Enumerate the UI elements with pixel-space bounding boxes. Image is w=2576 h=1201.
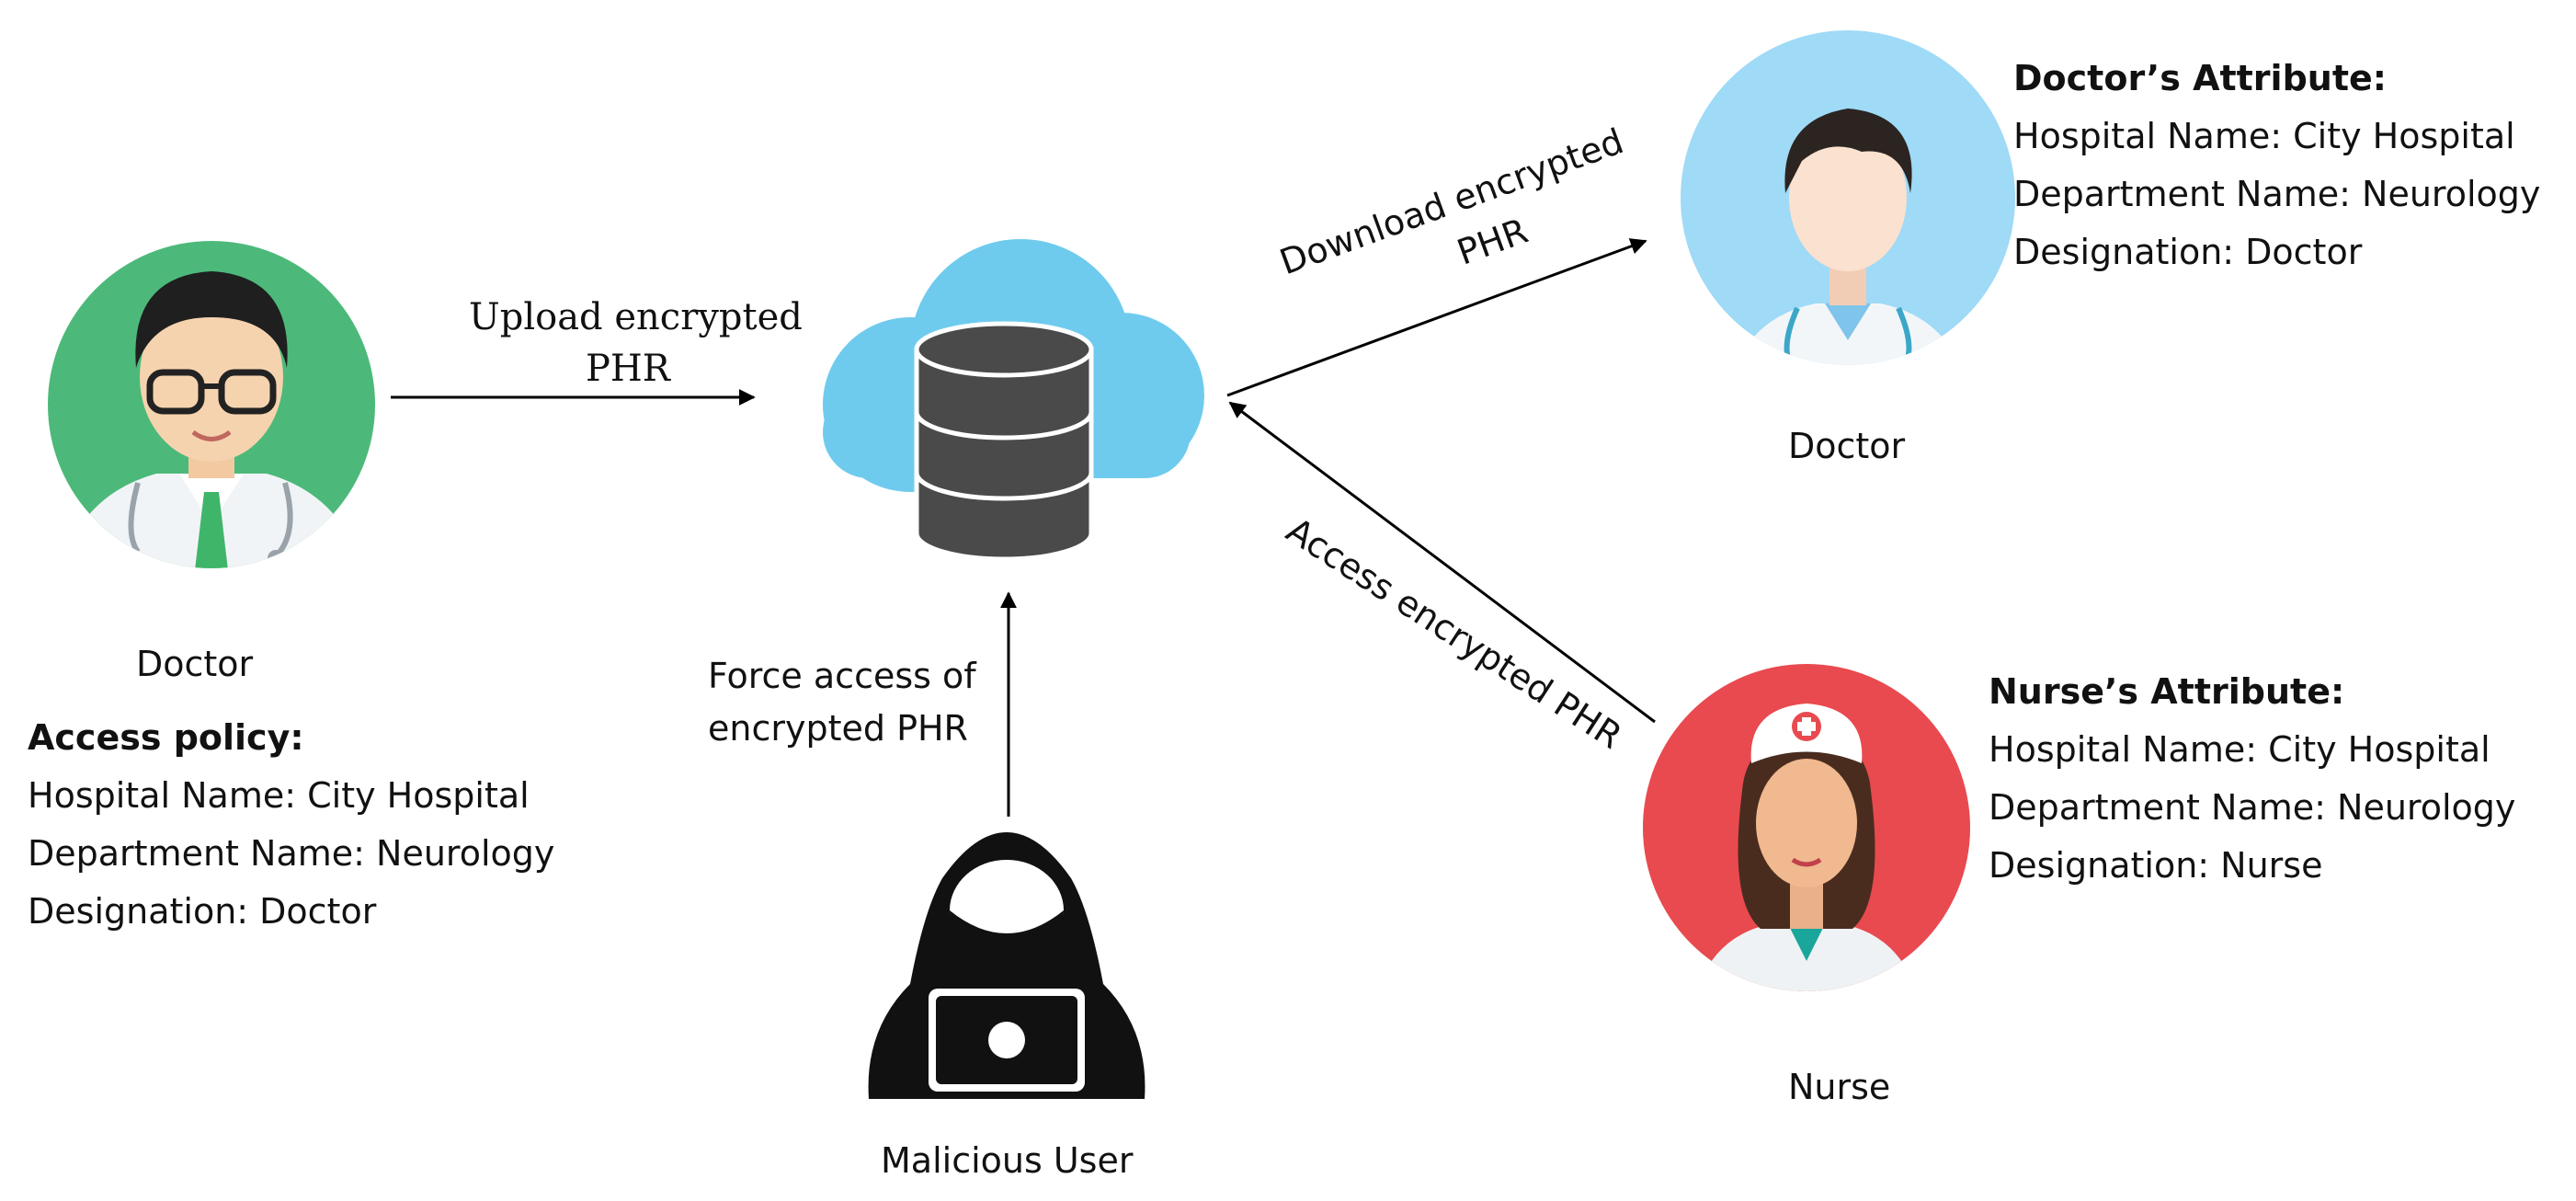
malicious-user-label: Malicious User xyxy=(881,1140,1134,1181)
nurse-attribute-block: Nurse’s Attribute: Hospital Name: City H… xyxy=(1989,671,2515,886)
access-label: Access encrypted PHR xyxy=(1280,509,1630,756)
hacker-icon xyxy=(868,832,1146,1099)
doctor-attribute-line: Designation: Doctor xyxy=(2013,232,2363,272)
nurse-attribute-line: Department Name: Neurology xyxy=(1989,787,2515,828)
doctor-attribute-line: Hospital Name: City Hospital xyxy=(2013,116,2515,156)
nurse-attribute-line: Hospital Name: City Hospital xyxy=(1989,729,2491,770)
upload-label-line2: PHR xyxy=(586,348,672,390)
force-label-line1: Force access of xyxy=(708,656,977,696)
nurse-label: Nurse xyxy=(1788,1067,1890,1107)
database-icon xyxy=(914,321,1094,562)
download-label-line2: PHR xyxy=(1452,211,1533,273)
access-policy-line: Hospital Name: City Hospital xyxy=(28,775,530,816)
upload-label-line1: Upload encrypted xyxy=(469,296,803,338)
doctor-attribute-heading: Doctor’s Attribute: xyxy=(2013,58,2387,98)
force-label-line2: encrypted PHR xyxy=(708,708,968,749)
access-arrow xyxy=(1228,401,1656,724)
doctor-attribute-block: Doctor’s Attribute: Hospital Name: City … xyxy=(2013,58,2540,272)
nurse-attribute-line: Designation: Nurse xyxy=(1989,845,2322,886)
access-label-text: Access encrypted PHR xyxy=(1280,509,1630,756)
download-arrow xyxy=(1226,238,1647,397)
nurse-attribute-heading: Nurse’s Attribute: xyxy=(1989,671,2344,712)
doctor-attribute-line: Department Name: Neurology xyxy=(2013,174,2540,214)
cloud-storage-icon xyxy=(823,239,1204,562)
access-policy-heading: Access policy: xyxy=(28,717,304,758)
access-policy-block: Access policy: Hospital Name: City Hospi… xyxy=(28,717,554,932)
access-policy-line: Designation: Doctor xyxy=(28,891,377,932)
recipient-doctor-avatar xyxy=(1681,30,2015,365)
uploader-label: Doctor xyxy=(136,644,254,684)
download-label-line1: Download encrypted xyxy=(1274,120,1628,282)
nurse-avatar xyxy=(1643,664,1970,991)
access-policy-line: Department Name: Neurology xyxy=(28,833,554,874)
recipient-doctor-label: Doctor xyxy=(1788,426,1906,466)
uploader-doctor-avatar xyxy=(48,241,375,568)
download-label: Download encrypted PHR xyxy=(1274,120,1628,282)
